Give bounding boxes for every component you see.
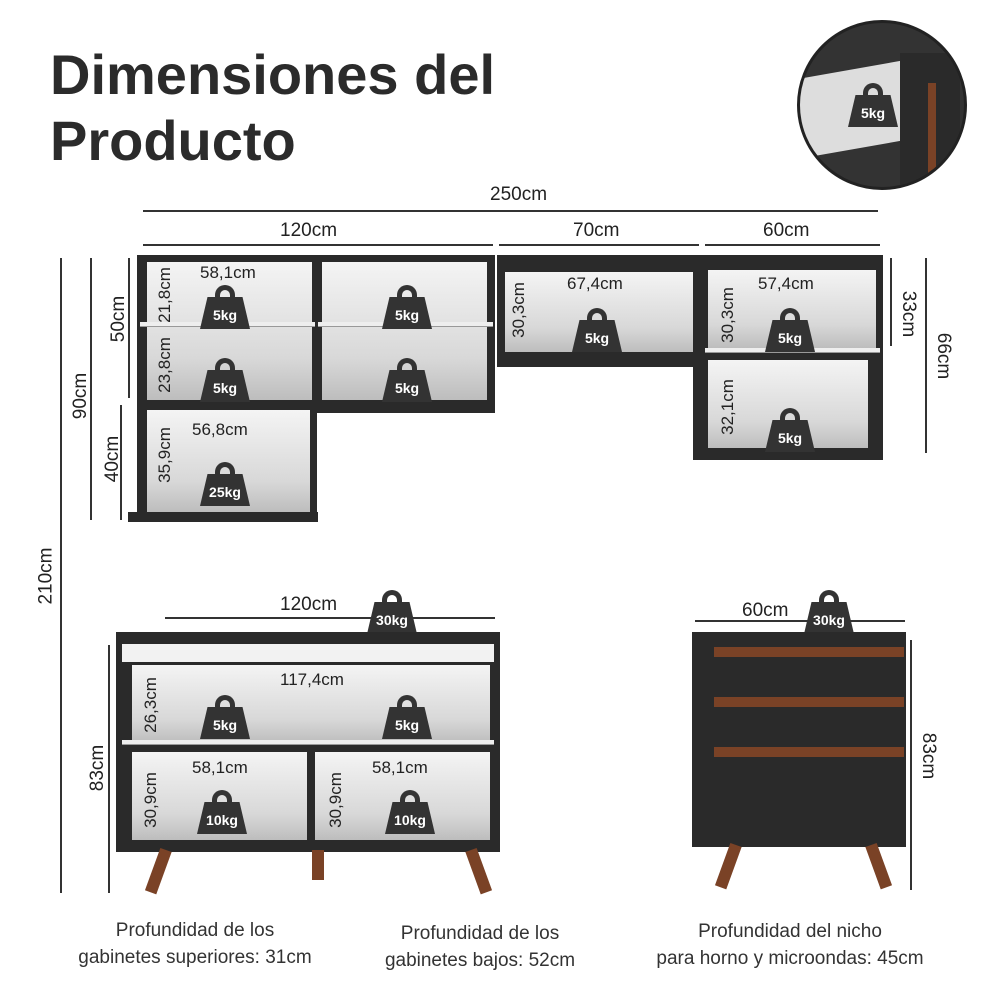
weight-icon: 5kg <box>382 695 432 739</box>
caption-line: Profundidad del nicho <box>698 921 882 942</box>
weight-icon: 5kg <box>382 285 432 329</box>
height-label: 83cm <box>918 732 940 780</box>
inner-height-label: 30,9cm <box>140 772 160 828</box>
height-label: 40cm <box>102 435 124 483</box>
weight-icon: 10kg <box>385 790 435 834</box>
caption-line: gabinetes superiores: 31cm <box>78 947 312 968</box>
height-label: 66cm <box>933 332 955 380</box>
caption-line: Profundidad de los <box>400 923 560 944</box>
weight-icon: 5kg <box>200 695 250 739</box>
inner-width-label: 57,4cm <box>758 274 814 293</box>
inner-height-label: 23,8cm <box>154 337 174 393</box>
inner-height-label: 21,8cm <box>154 267 174 323</box>
caption-line: gabinetes bajos: 52cm <box>384 950 576 971</box>
weight-icon: 25kg <box>200 462 250 506</box>
weight-icon: 30kg <box>367 590 417 634</box>
weight-icon: 5kg <box>765 308 815 352</box>
weight-label: 10kg <box>385 802 435 834</box>
height-label: 90cm <box>70 372 92 420</box>
total-width-label: 250cm <box>490 184 548 205</box>
weight-label: 10kg <box>197 802 247 834</box>
weight-icon: 5kg <box>200 358 250 402</box>
width-label: 120cm <box>280 220 338 241</box>
width-label: 70cm <box>573 220 620 241</box>
weight-icon: 5kg <box>382 358 432 402</box>
weight-label: 5kg <box>382 297 432 329</box>
weight-icon: 5kg <box>200 285 250 329</box>
height-label: 210cm <box>35 547 57 605</box>
caption-niche-depth: Profundidad del nicho para horno y microo… <box>620 918 960 972</box>
caption-line: para horno y microondas: 45cm <box>656 948 924 969</box>
inner-width-label: 58,1cm <box>200 263 256 282</box>
width-label: 120cm <box>280 594 338 615</box>
weight-icon: 5kg <box>765 408 815 452</box>
inner-width-label: 67,4cm <box>567 274 623 293</box>
weight-label: 5kg <box>765 420 815 452</box>
weight-label: 5kg <box>200 707 250 739</box>
inner-width-label: 58,1cm <box>192 758 248 777</box>
inner-width-label: 56,8cm <box>192 420 248 439</box>
weight-icon: 5kg <box>848 83 898 127</box>
height-label: 83cm <box>87 744 109 792</box>
inner-height-label: 30,9cm <box>325 772 345 828</box>
page-title: Dimensiones del Producto <box>50 43 496 172</box>
weight-label: 5kg <box>200 370 250 402</box>
caption-line: Profundidad de los <box>115 920 275 941</box>
lower-right-cabinet <box>692 632 906 847</box>
inner-height-label: 26,3cm <box>140 677 160 733</box>
inner-height-label: 30,3cm <box>508 282 528 338</box>
width-label: 60cm <box>742 600 789 621</box>
weight-icon: 10kg <box>197 790 247 834</box>
height-label: 50cm <box>108 295 130 343</box>
weight-label: 30kg <box>367 602 417 634</box>
weight-label: 5kg <box>848 95 898 127</box>
weight-label: 5kg <box>765 320 815 352</box>
inner-height-label: 32,1cm <box>717 379 737 435</box>
weight-label: 25kg <box>200 474 250 506</box>
weight-icon: 5kg <box>572 308 622 352</box>
inner-height-label: 35,9cm <box>154 427 174 483</box>
weight-icon: 30kg <box>804 590 854 634</box>
caption-upper-depth: Profundidad de los gabinetes superiores: … <box>40 917 350 971</box>
inner-height-label: 30,3cm <box>717 287 737 343</box>
caption-lower-depth: Profundidad de los gabinetes bajos: 52cm <box>340 920 620 974</box>
drawer-inset-image: 5kg <box>797 20 967 190</box>
inner-width-label: 117,4cm <box>280 670 344 689</box>
weight-label: 5kg <box>382 370 432 402</box>
width-label: 60cm <box>763 220 810 241</box>
inner-width-label: 58,1cm <box>372 758 428 777</box>
weight-label: 5kg <box>382 707 432 739</box>
height-label: 33cm <box>898 290 920 338</box>
weight-label: 5kg <box>572 320 622 352</box>
weight-label: 30kg <box>804 602 854 634</box>
weight-label: 5kg <box>200 297 250 329</box>
